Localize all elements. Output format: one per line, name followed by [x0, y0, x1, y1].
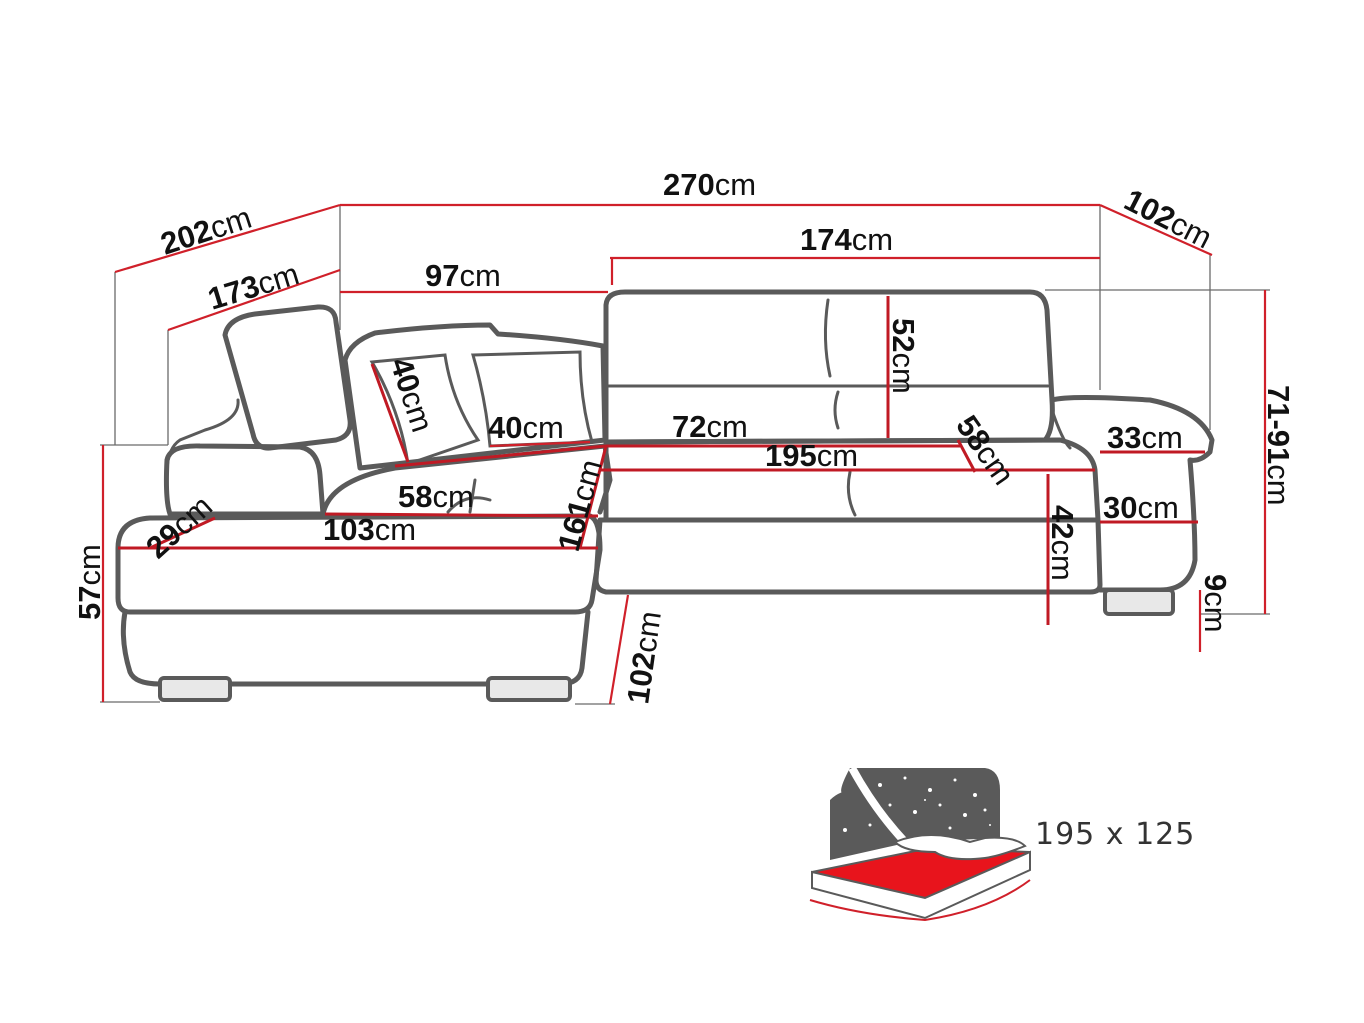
- dim-202: [114, 203, 341, 274]
- label-33: 33cm: [1107, 420, 1183, 455]
- label-195: 195cm: [765, 438, 858, 473]
- label-174: 174cm: [800, 222, 893, 257]
- dim-58-right: [956, 439, 977, 473]
- label-40-pillow: 40cm: [383, 353, 440, 436]
- left-seat-cushion: [163, 443, 326, 517]
- label-97: 97cm: [425, 258, 501, 293]
- dim-173: [167, 268, 341, 332]
- pillow-2: [471, 350, 594, 448]
- label-102-top: 102cm: [1119, 182, 1218, 255]
- label-40-pillow-width: 40cm: [488, 410, 564, 445]
- label-202: 202cm: [156, 200, 255, 262]
- bed-icon: 195 x 125: [809, 766, 1195, 922]
- backrest-crease-2: [833, 390, 840, 430]
- dim-40-pillow-width: [489, 440, 591, 448]
- label-52: 52cm: [886, 318, 921, 394]
- chaise-foot-left: [158, 676, 232, 702]
- label-173: 173cm: [204, 256, 303, 317]
- chaise-base: [120, 609, 591, 687]
- right-backrest: [603, 289, 1055, 445]
- backrest-crease-1: [823, 298, 832, 378]
- right-foot: [1103, 588, 1175, 616]
- label-103: 103cm: [323, 512, 416, 547]
- label-270: 270cm: [663, 167, 756, 202]
- stars-icon: [843, 776, 991, 832]
- dim-102-front: [608, 594, 630, 705]
- left-backrest: [165, 398, 240, 472]
- chaise-foot-right: [486, 676, 572, 702]
- label-29: 29cm: [139, 488, 219, 565]
- pillow-1: [369, 353, 481, 467]
- sofa-drawing: [115, 289, 1215, 702]
- label-57: 57cm: [72, 544, 107, 620]
- dim-29: [149, 516, 216, 550]
- extension-lines: [100, 205, 1270, 705]
- seat-seam-1: [468, 478, 477, 514]
- pillow-icon: [893, 834, 1027, 861]
- dim-72-seam: [394, 444, 607, 468]
- dimension-lines: [101, 203, 1267, 705]
- dim-40-pillow: [370, 363, 410, 463]
- armrest-crease: [1050, 408, 1072, 450]
- label-42: 42cm: [1045, 505, 1080, 581]
- right-armrest: [1049, 395, 1215, 593]
- right-base: [593, 517, 1103, 595]
- dim-58-chaise: [324, 512, 599, 518]
- dim-161: [578, 445, 608, 549]
- label-102-front: 102cm: [620, 609, 668, 706]
- left-headrest: [222, 304, 353, 451]
- label-58-chaise: 58cm: [398, 479, 474, 514]
- middle-back-cushion: [342, 322, 608, 471]
- label-71-91: 71-91cm: [1261, 385, 1296, 506]
- seat-seam-2: [446, 496, 492, 514]
- right-seat-crease: [846, 470, 857, 517]
- bed-size-label: 195 x 125: [1035, 817, 1195, 852]
- label-58-right: 58cm: [949, 409, 1021, 491]
- label-30: 30cm: [1103, 490, 1179, 525]
- right-seat: [603, 437, 1101, 523]
- dim-102-top: [1099, 203, 1213, 257]
- label-72: 72cm: [672, 409, 748, 444]
- label-9: 9cm: [1198, 574, 1233, 633]
